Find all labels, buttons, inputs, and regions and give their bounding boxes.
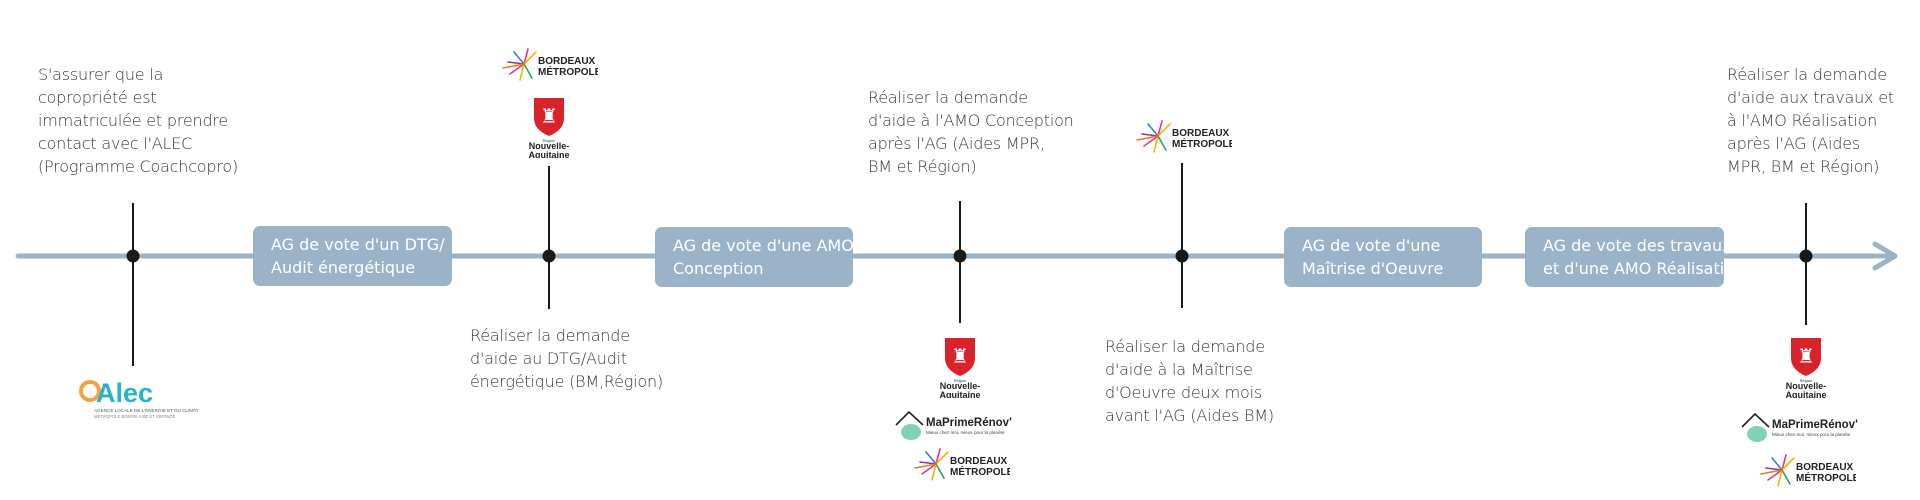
alec-logo-ring bbox=[79, 380, 101, 402]
bm-line1-3: BORDEAUX bbox=[1172, 128, 1230, 139]
na-line2-3: Aquitaine bbox=[1785, 390, 1826, 398]
step-box-works: AG de vote des travaux et d'une AMO Réal… bbox=[1525, 227, 1744, 287]
mpr-tag-2: Mieux chez moi, mieux pour la planète bbox=[1772, 432, 1851, 437]
milestone-dot-3 bbox=[953, 249, 967, 263]
mpr-name-2: MaPrimeRénov' bbox=[1772, 419, 1858, 431]
na-shield-2 bbox=[945, 338, 975, 376]
milestone-dot-4 bbox=[1175, 249, 1189, 263]
alec-logo-name: Alec bbox=[96, 378, 153, 408]
milestone-dot-5 bbox=[1799, 249, 1813, 263]
na-line1-3: Nouvelle- bbox=[1786, 381, 1827, 391]
step-box-dtg-label: AG de vote d'un DTG/ Audit énergétique bbox=[271, 235, 445, 277]
bm-burst-1 bbox=[502, 48, 537, 81]
bm-burst-3 bbox=[1136, 120, 1171, 153]
bm-line2-2: MÉTROPOLE bbox=[950, 465, 1010, 478]
bm-line2-4: MÉTROPOLE bbox=[1796, 471, 1856, 484]
na-small-2: Région bbox=[954, 378, 967, 383]
bordeaux-metropole-logo-1: BORDEAUX MÉTROPOLE bbox=[502, 48, 598, 81]
step-box-moe: AG de vote d'une Maîtrise d'Oeuvre bbox=[1284, 227, 1482, 287]
milestone-dot-2 bbox=[542, 249, 556, 263]
lion-icon: ♜ bbox=[540, 104, 558, 128]
note-amo-aid: Réaliser la demande d'aide à l'AMO Conce… bbox=[868, 88, 1074, 176]
bordeaux-metropole-logo-2: BORDEAUX MÉTROPOLE bbox=[914, 448, 1010, 481]
lion-icon: ♜ bbox=[951, 344, 969, 368]
milestone-dot-1 bbox=[126, 249, 140, 263]
house-icon bbox=[1741, 412, 1770, 428]
house-icon bbox=[895, 410, 924, 426]
note-alec: S'assurer que la copropriété est immatri… bbox=[38, 65, 239, 176]
step-box-amo: AG de vote d'une AMO Conception bbox=[655, 227, 854, 287]
bm-line1-2: BORDEAUX bbox=[950, 456, 1008, 467]
mpr-name-1: MaPrimeRénov' bbox=[926, 417, 1012, 429]
bm-burst-2 bbox=[914, 448, 949, 481]
alec-logo-tag1: AGENCE LOCALE DE L'ÉNERGIE ET DU CLIMAT bbox=[94, 407, 199, 413]
bm-line2-1: MÉTROPOLE bbox=[538, 65, 598, 78]
mpr-blob-1 bbox=[901, 424, 921, 440]
na-line1-1: Nouvelle- bbox=[529, 141, 570, 151]
na-small-3: Région bbox=[1800, 378, 1813, 383]
bordeaux-metropole-logo-3: BORDEAUX MÉTROPOLE bbox=[1136, 120, 1232, 153]
na-line2-2: Aquitaine bbox=[939, 390, 980, 398]
step-box-dtg: AG de vote d'un DTG/ Audit énergétique bbox=[253, 226, 452, 286]
na-small-1: Région bbox=[543, 138, 556, 143]
maprimerenov-logo-1: MaPrimeRénov' Mieux chez moi, mieux pour… bbox=[895, 410, 1012, 440]
nouvelle-aquitaine-logo-2: ♜ Région Nouvelle- Aquitaine bbox=[939, 338, 981, 398]
nouvelle-aquitaine-logo-3: ♜ Région Nouvelle- Aquitaine bbox=[1785, 338, 1827, 398]
bm-line1-4: BORDEAUX bbox=[1796, 462, 1854, 473]
step-box-moe-label: AG de vote d'une Maîtrise d'Oeuvre bbox=[1302, 236, 1444, 278]
nouvelle-aquitaine-logo-1: ♜ Région Nouvelle- Aquitaine bbox=[528, 98, 570, 158]
lion-icon: ♜ bbox=[1797, 344, 1815, 368]
na-shield-3 bbox=[1791, 338, 1821, 376]
bm-line2-3: MÉTROPOLE bbox=[1172, 137, 1232, 150]
step-box-amo-label: AG de vote d'une AMO Conception bbox=[673, 236, 854, 278]
timeline-arrowhead bbox=[1872, 241, 1898, 271]
note-moe-aid: Réaliser la demande d'aide à la Maîtrise… bbox=[1105, 337, 1274, 425]
mpr-tag-1: Mieux chez moi, mieux pour la planète bbox=[926, 430, 1005, 435]
alec-logo-tag2: MÉTROPOLE BORDELAISE ET GIRONDE bbox=[94, 414, 176, 419]
bm-line1-1: BORDEAUX bbox=[538, 56, 596, 67]
bm-burst-4 bbox=[1760, 454, 1795, 487]
alec-logo: Alec AGENCE LOCALE DE L'ÉNERGIE ET DU CL… bbox=[79, 378, 199, 419]
note-dtg-aid: Réaliser la demande d'aide au DTG/Audit … bbox=[470, 326, 663, 391]
step-box-works-label: AG de vote des travaux et d'une AMO Réal… bbox=[1543, 236, 1745, 278]
na-line2-1: Aquitaine bbox=[528, 150, 569, 158]
mpr-blob-2 bbox=[1747, 426, 1767, 442]
bordeaux-metropole-logo-4: BORDEAUX MÉTROPOLE bbox=[1760, 454, 1856, 487]
na-shield-1 bbox=[534, 98, 564, 136]
na-line1-2: Nouvelle- bbox=[940, 381, 981, 391]
maprimerenov-logo-2: MaPrimeRénov' Mieux chez moi, mieux pour… bbox=[1741, 412, 1858, 442]
note-works-aid: Réaliser la demande d'aide aux travaux e… bbox=[1727, 65, 1894, 176]
